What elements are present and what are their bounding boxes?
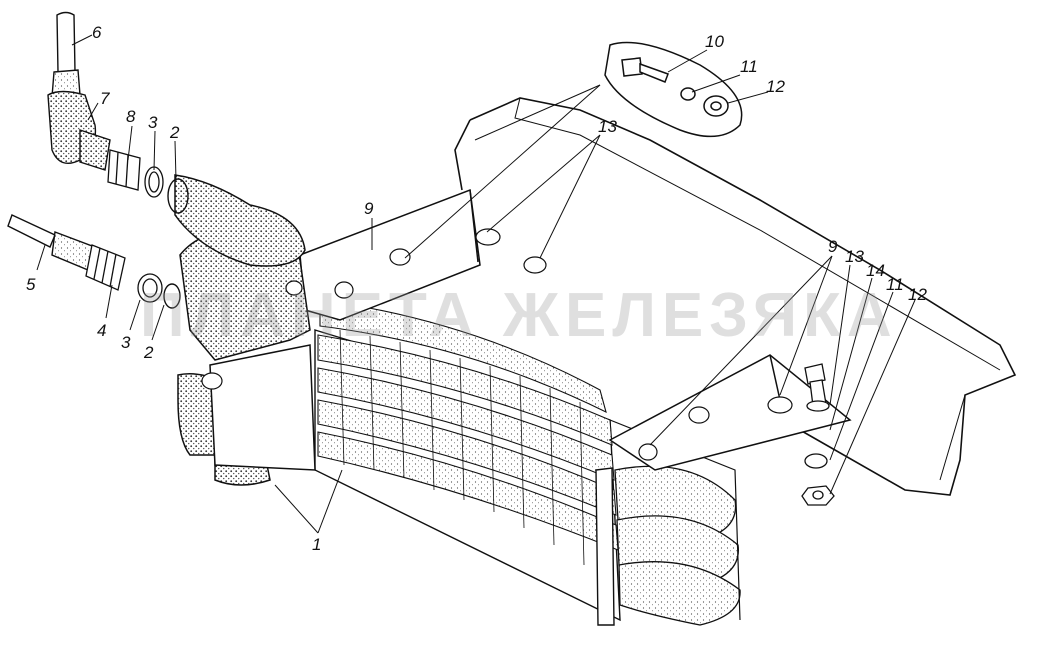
valve-body xyxy=(174,174,316,486)
leader-lines xyxy=(36,34,916,534)
frame-rail xyxy=(454,97,1017,496)
nut-8 xyxy=(107,149,141,191)
callout-13-top: 13 xyxy=(598,117,617,136)
ring-2-lower xyxy=(163,283,181,309)
bracket-rear xyxy=(608,354,852,471)
callout-2-lower: 2 xyxy=(144,343,154,362)
callout-6: 6 xyxy=(92,23,102,42)
ring-3-lower xyxy=(137,273,163,303)
pipe-5 xyxy=(7,214,93,271)
callout-12-rear: 12 xyxy=(908,285,927,304)
end-plate xyxy=(595,467,615,626)
callout-3-lower: 3 xyxy=(121,333,131,352)
callout-7: 7 xyxy=(100,89,110,108)
callout-3-upper: 3 xyxy=(148,113,158,132)
pipe-6 xyxy=(51,11,81,98)
callout-11-rear: 11 xyxy=(886,275,904,294)
callout-9-rear: 9 xyxy=(828,237,838,256)
callout-11-inset: 11 xyxy=(740,57,758,76)
callout-14: 14 xyxy=(866,261,885,280)
inset-bolt-10 xyxy=(621,57,669,83)
callout-13-rear: 13 xyxy=(845,247,864,266)
rear-nut xyxy=(801,485,835,506)
callout-2-upper: 2 xyxy=(170,123,180,142)
fitting-4 xyxy=(85,244,126,291)
callout-4: 4 xyxy=(97,321,107,340)
ring-3-upper xyxy=(144,166,164,198)
callout-10: 10 xyxy=(705,32,724,51)
detail-inset xyxy=(604,41,743,138)
ring-2-upper xyxy=(167,178,189,214)
rear-bolt xyxy=(804,363,830,412)
callout-9-front: 9 xyxy=(364,199,374,218)
callout-1: 1 xyxy=(312,535,322,554)
inset-pointer-lines xyxy=(404,84,601,259)
heat-exchanger-coils xyxy=(314,299,741,626)
callout-12-inset: 12 xyxy=(766,77,785,96)
callout-8: 8 xyxy=(126,107,136,126)
bracket-fasteners xyxy=(201,228,793,461)
elbow-7 xyxy=(47,90,111,171)
callout-5: 5 xyxy=(26,275,36,294)
inset-nut-12 xyxy=(703,95,729,117)
rear-washer xyxy=(804,453,828,469)
inset-washer-11 xyxy=(680,87,696,101)
